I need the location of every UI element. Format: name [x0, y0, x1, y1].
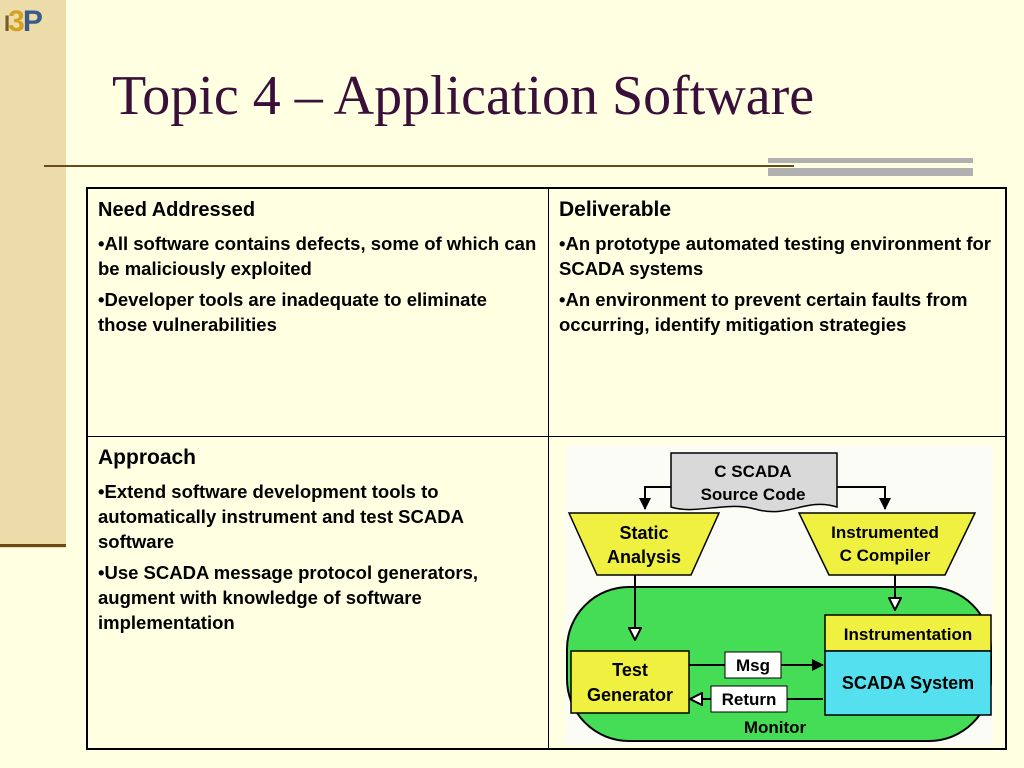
static-analysis-funnel: [567, 512, 721, 576]
msg-label-box: [724, 651, 782, 679]
test-generator-label-1: Test: [612, 660, 648, 680]
source-to-static-arrow: [639, 486, 671, 510]
return-label-box: [710, 685, 788, 713]
static-analysis-label-1: Static: [619, 523, 668, 543]
deliverable-heading: Deliverable: [559, 198, 672, 221]
instrumented-compiler-funnel: [797, 512, 977, 576]
deliverable-item: •An prototype automated testing environm…: [559, 233, 991, 279]
monitor-label: Monitor: [744, 718, 807, 737]
scada-system-box: [824, 650, 992, 716]
left-band-rule: [0, 544, 66, 547]
source-code-document: [670, 452, 838, 513]
return-label: Return: [722, 690, 777, 709]
diagram-cell: C SCADA Source Code Static Analysis Inst…: [549, 437, 1007, 748]
title-accent-bars: [768, 158, 973, 178]
test-generator-label-2: Generator: [587, 685, 673, 705]
deliverable-cell: Deliverable •An prototype automated test…: [549, 189, 1007, 437]
left-decorative-band: [0, 0, 66, 548]
compiler-label-2: C Compiler: [840, 546, 931, 565]
title-underline: [44, 165, 794, 167]
need-item: •Developer tools are inadequate to elimi…: [98, 289, 487, 335]
instrumentation-label: Instrumentation: [844, 625, 972, 644]
scada-system-label: SCADA System: [842, 673, 974, 693]
content-table: Need Addressed •All software contains de…: [86, 187, 1007, 750]
slide-title: Topic 4 – Application Software: [112, 65, 815, 127]
need-item: •All software contains defects, some of …: [98, 233, 537, 279]
approach-heading: Approach: [98, 446, 197, 469]
approach-item: •Use SCADA message protocol generators, …: [98, 562, 479, 633]
deliverable-item: •An environment to prevent certain fault…: [559, 289, 968, 335]
architecture-diagram: C SCADA Source Code Static Analysis Inst…: [565, 445, 993, 745]
compiler-label-1: Instrumented: [831, 523, 939, 542]
need-addressed-heading: Need Addressed: [98, 199, 256, 221]
approach-item: •Extend software development tools to au…: [98, 481, 464, 552]
i3p-logo: I3P: [4, 5, 43, 38]
need-addressed-cell: Need Addressed •All software contains de…: [88, 189, 549, 437]
source-code-label-1: C SCADA: [714, 462, 791, 481]
static-analysis-label-2: Analysis: [607, 547, 681, 567]
approach-cell: Approach •Extend software development to…: [88, 437, 549, 748]
source-code-label-2: Source Code: [701, 485, 806, 504]
source-to-compiler-arrow: [837, 486, 891, 510]
test-generator-box: [570, 650, 690, 714]
msg-label: Msg: [736, 656, 770, 675]
